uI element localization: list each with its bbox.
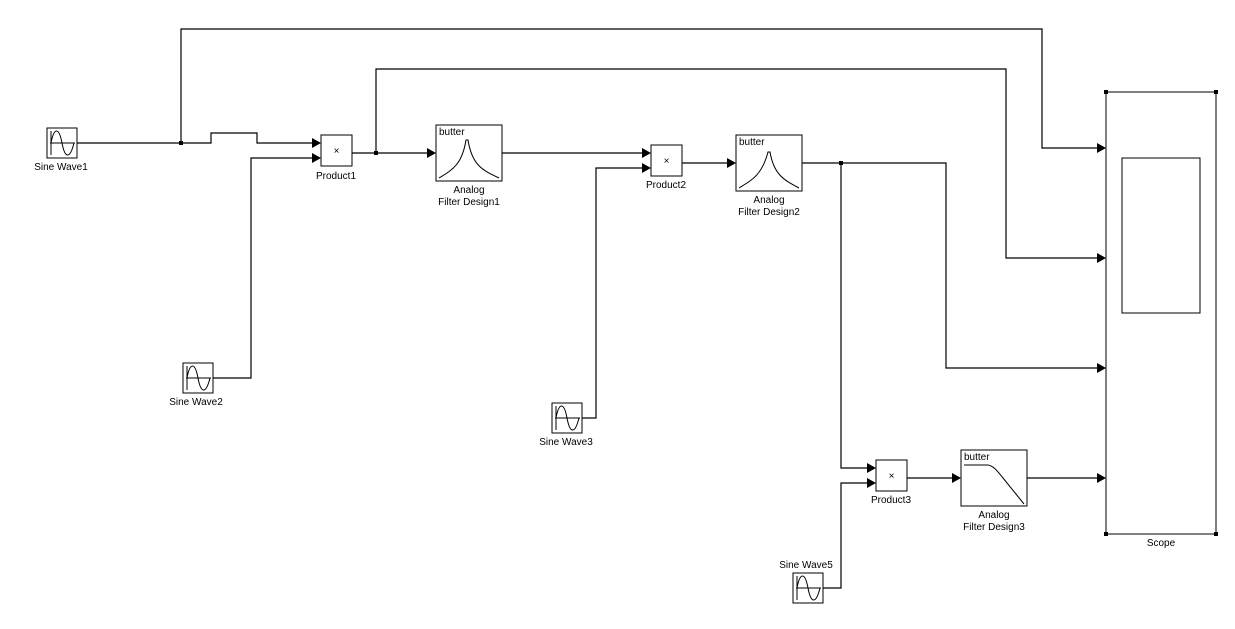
wire-sine2-to-product1[interactable] (213, 157, 313, 379)
arrow-icon (312, 138, 321, 148)
arrow-icon (952, 473, 961, 483)
wire-sine5-to-product3[interactable] (823, 482, 868, 589)
branch-point (839, 161, 843, 165)
arrow-icon (1097, 143, 1106, 153)
branch-point (374, 151, 378, 155)
filter-method: butter (964, 452, 990, 463)
block-label-line2: Filter Design1 (438, 197, 500, 208)
bandpass-response-icon (738, 151, 800, 189)
arrowheads (312, 138, 1106, 488)
arrow-icon (642, 148, 651, 158)
selection-handle[interactable] (1214, 90, 1218, 94)
selection-handle[interactable] (1104, 532, 1108, 536)
block-product3[interactable]: × Product3 (871, 459, 911, 506)
block-label-line1: Analog (978, 510, 1009, 521)
branch-point (179, 141, 183, 145)
block-label-line1: Analog (453, 185, 484, 196)
arrow-icon (427, 148, 436, 158)
lowpass-response-icon (964, 464, 1025, 505)
wire-product1-to-scope-in2[interactable] (375, 68, 1098, 259)
multiply-icon: × (889, 471, 895, 482)
block-label: Sine Wave1 (34, 162, 88, 173)
arrow-icon (867, 478, 876, 488)
scope-screen-icon (1121, 157, 1201, 314)
block-analog-filter-design1[interactable]: butter Analog Filter Design1 (435, 124, 503, 208)
selection-handle[interactable] (1214, 532, 1218, 536)
block-label: Product2 (646, 180, 686, 191)
block-sine-wave3[interactable]: Sine Wave3 (539, 402, 593, 448)
wire-sine3-to-product2[interactable] (582, 167, 643, 419)
bandpass-response-icon (438, 139, 500, 179)
filter-method: butter (739, 137, 765, 148)
block-label: Sine Wave3 (539, 437, 593, 448)
arrow-icon (642, 163, 651, 173)
block-label: Sine Wave2 (169, 397, 223, 408)
signal-lines (77, 28, 1098, 589)
sine-icon (555, 405, 580, 431)
block-label: Sine Wave5 (779, 560, 833, 571)
block-label: Product1 (316, 171, 356, 182)
block-label: Scope (1147, 538, 1176, 549)
arrow-icon (1097, 363, 1106, 373)
arrow-icon (1097, 473, 1106, 483)
arrow-icon (867, 463, 876, 473)
sine-icon (50, 130, 75, 156)
block-product2[interactable]: × Product2 (646, 144, 686, 191)
block-product1[interactable]: × Product1 (316, 134, 356, 182)
sine-icon (186, 365, 211, 391)
block-label-line2: Filter Design2 (738, 207, 800, 218)
block-scope[interactable]: Scope (1104, 90, 1218, 549)
block-sine-wave5[interactable]: Sine Wave5 (779, 560, 833, 604)
block-label-line1: Analog (753, 195, 784, 206)
block-sine-wave2[interactable]: Sine Wave2 (169, 362, 223, 408)
wire-filter2-to-product3[interactable] (840, 163, 868, 469)
block-sine-wave1[interactable]: Sine Wave1 (34, 127, 88, 173)
arrow-icon (1097, 253, 1106, 263)
selection-handle[interactable] (1104, 90, 1108, 94)
block-label-line2: Filter Design3 (963, 522, 1025, 533)
multiply-icon: × (664, 156, 670, 167)
arrow-icon (727, 158, 736, 168)
filter-method: butter (439, 127, 465, 138)
wire-sine1-to-scope-in1[interactable] (180, 28, 1098, 149)
multiply-icon: × (334, 146, 340, 157)
arrow-icon (312, 153, 321, 163)
block-analog-filter-design2[interactable]: butter Analog Filter Design2 (735, 134, 803, 218)
sine-icon (796, 575, 821, 601)
wire-sine1-to-product1[interactable] (77, 132, 313, 144)
block-label: Product3 (871, 495, 911, 506)
block-analog-filter-design3[interactable]: butter Analog Filter Design3 (960, 449, 1028, 533)
wire-filter2-to-scope-in3[interactable] (802, 162, 1098, 369)
